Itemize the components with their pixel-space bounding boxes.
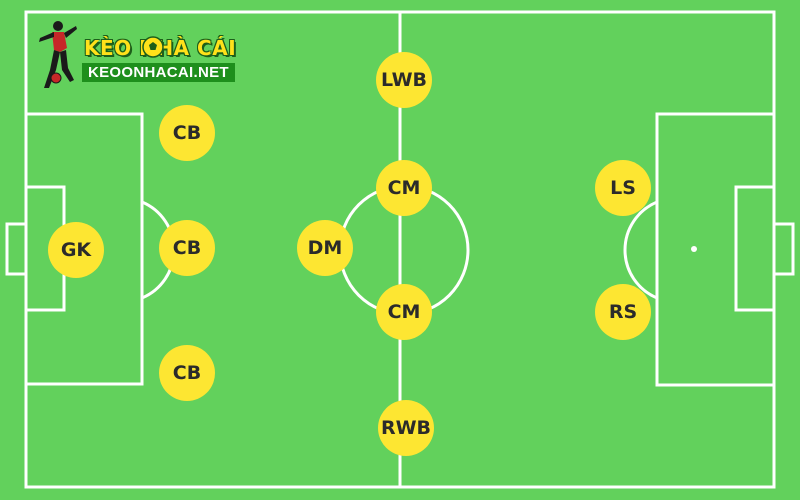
player-cm-bottom: CM [376, 284, 432, 340]
player-lwb: LWB [376, 52, 432, 108]
logo-url: KEOONHACAI.NET [82, 63, 235, 82]
player-cb-center: CB [159, 220, 215, 276]
football-icon [142, 36, 164, 58]
site-logo: KÈO NHÀ CÁI KEOONHACAI.NET [34, 18, 264, 102]
penalty-spot [691, 246, 697, 252]
left-goal [5, 222, 28, 276]
player-ls: LS [595, 160, 651, 216]
player-rs: RS [595, 284, 651, 340]
player-gk: GK [48, 222, 104, 278]
player-rwb: RWB [378, 400, 434, 456]
player-dm: DM [297, 220, 353, 276]
player-cb-top: CB [159, 105, 215, 161]
player-cm-top: CM [376, 160, 432, 216]
player-cb-bottom: CB [159, 345, 215, 401]
right-penalty-arc [623, 200, 658, 300]
footballer-icon [39, 21, 77, 88]
right-goal [772, 222, 795, 276]
